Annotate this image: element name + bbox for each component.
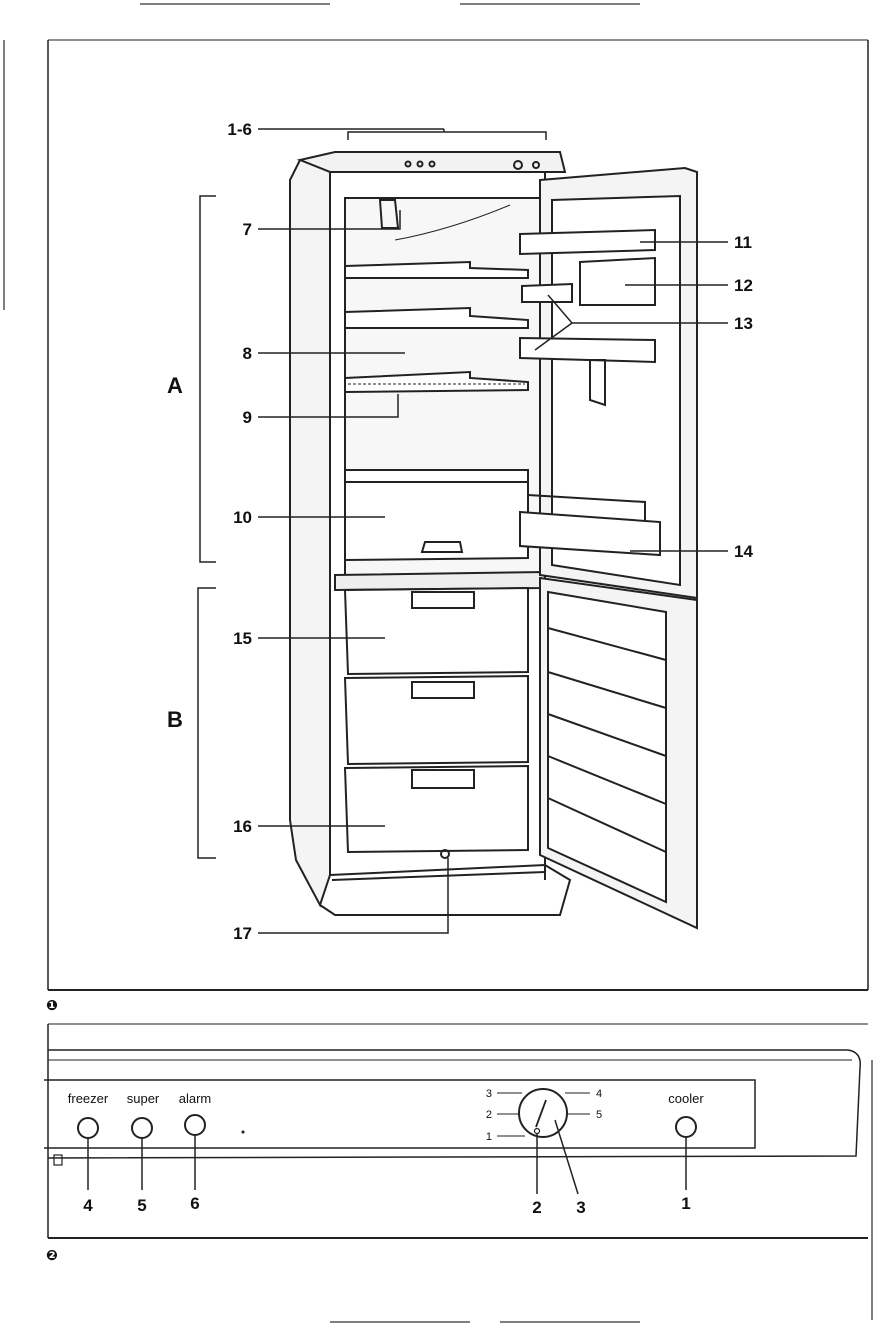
alarm-label: alarm <box>179 1091 212 1106</box>
dial-mark-1: 1 <box>486 1131 492 1143</box>
callout-15: 15 <box>233 629 252 648</box>
callout-9: 9 <box>243 408 252 427</box>
cooler-button[interactable] <box>676 1117 696 1137</box>
cooler-label: cooler <box>668 1091 704 1106</box>
callout-14: 14 <box>734 542 753 561</box>
callout-8: 8 <box>243 344 252 363</box>
callout-10: 10 <box>233 508 252 527</box>
figure-2-frame <box>48 1024 868 1238</box>
callout-17: 17 <box>233 924 252 943</box>
callout-1-6: 1-6 <box>227 120 252 139</box>
callout-12: 12 <box>734 276 753 295</box>
super-button[interactable] <box>132 1118 152 1138</box>
temperature-dial[interactable] <box>519 1089 567 1137</box>
callout-16: 16 <box>233 817 252 836</box>
figure-1-marker: ❶ <box>46 998 58 1014</box>
freezer-label: freezer <box>68 1091 109 1106</box>
group-label-b: B <box>167 707 183 732</box>
control-panel <box>44 1050 860 1165</box>
dial-mark-5: 5 <box>596 1109 602 1121</box>
freezer-button[interactable] <box>78 1118 98 1138</box>
callout-2: 2 <box>532 1198 541 1217</box>
dial-mark-3: 3 <box>486 1088 492 1100</box>
fridge-freezer-illustration <box>290 152 697 928</box>
callout-5: 5 <box>137 1196 146 1215</box>
callout-6: 6 <box>190 1194 199 1213</box>
alarm-button[interactable] <box>185 1115 205 1135</box>
dial-mark-4: 4 <box>596 1088 602 1100</box>
callout-13: 13 <box>734 314 753 333</box>
callout-4: 4 <box>83 1196 93 1215</box>
callout-1: 1 <box>681 1194 690 1213</box>
super-label: super <box>127 1091 160 1106</box>
group-label-a: A <box>167 373 183 398</box>
figure-2-marker: ❷ <box>46 1248 58 1264</box>
dial-mark-2: 2 <box>486 1109 492 1121</box>
callout-11: 11 <box>734 233 752 252</box>
callout-3: 3 <box>576 1198 585 1217</box>
callout-7: 7 <box>243 220 252 239</box>
